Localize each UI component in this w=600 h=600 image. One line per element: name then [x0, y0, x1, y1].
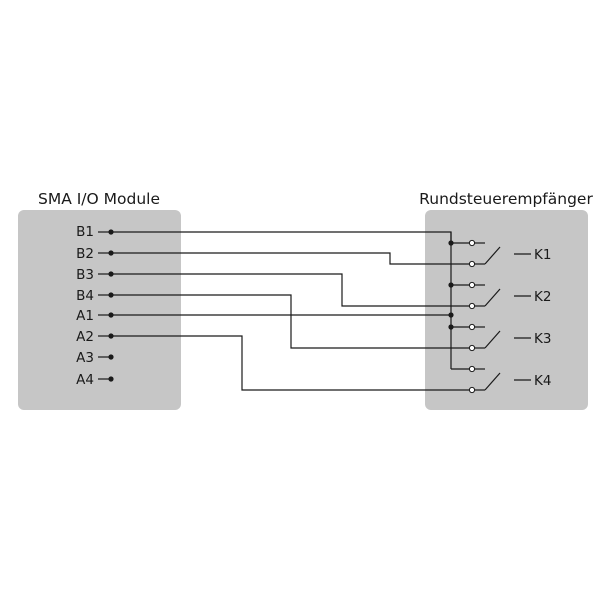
relay-contact-k1: K1 [468, 239, 551, 268]
k4-contact-lower [468, 386, 476, 394]
sma-io-module-box [18, 210, 181, 410]
wire-b3 [111, 273, 472, 307]
sma-io-module-title: SMA I/O Module [38, 190, 160, 208]
k4-contact-upper [468, 365, 476, 373]
wire-b4 [111, 294, 472, 349]
terminal-connectors [98, 229, 114, 382]
terminal-label-a2: A2 [76, 329, 94, 345]
k3-switch-blade [484, 330, 501, 349]
relay-contact-k2: K2 [468, 281, 551, 310]
k4-switch-blade [484, 372, 501, 391]
terminal-label-b2: B2 [76, 246, 94, 262]
k1-contact-lower [468, 260, 476, 268]
terminal-label-a3: A3 [76, 350, 94, 366]
relay-label-k2: K2 [534, 289, 551, 305]
k3-contact-lower [468, 344, 476, 352]
terminal-label-b1: B1 [76, 224, 94, 240]
k1-contact-upper [468, 239, 476, 247]
terminal-dot-a3 [108, 354, 114, 360]
relay-label-k1: K1 [534, 247, 551, 263]
junction-dot-3 [448, 312, 454, 318]
junction-dot-1 [448, 240, 454, 246]
k2-contact-upper [468, 281, 476, 289]
relay-label-k4: K4 [534, 373, 551, 389]
wire-a2 [111, 335, 472, 391]
terminal-labels: B1 B2 B3 B4 A1 A2 A3 A4 [76, 224, 94, 388]
wire-b2 [111, 252, 472, 265]
terminal-dot-a4 [108, 376, 114, 382]
terminal-label-b3: B3 [76, 267, 94, 283]
terminal-label-a1: A1 [76, 308, 94, 324]
wires [111, 231, 472, 391]
common-bus [448, 232, 472, 370]
k2-switch-blade [484, 288, 501, 307]
junction-dot-2 [448, 282, 454, 288]
k1-switch-blade [484, 246, 501, 265]
rundsteuerempfaenger-box [425, 210, 588, 410]
junction-dot-4 [448, 324, 454, 330]
relay-contact-k4: K4 [468, 365, 551, 394]
terminal-label-a4: A4 [76, 372, 94, 388]
terminal-label-b4: B4 [76, 288, 94, 304]
k2-contact-lower [468, 302, 476, 310]
relay-contact-k3: K3 [468, 323, 551, 352]
relay-label-k3: K3 [534, 331, 551, 347]
k3-contact-upper [468, 323, 476, 331]
rundsteuerempfaenger-title: Rundsteuerempfänger [419, 190, 593, 208]
